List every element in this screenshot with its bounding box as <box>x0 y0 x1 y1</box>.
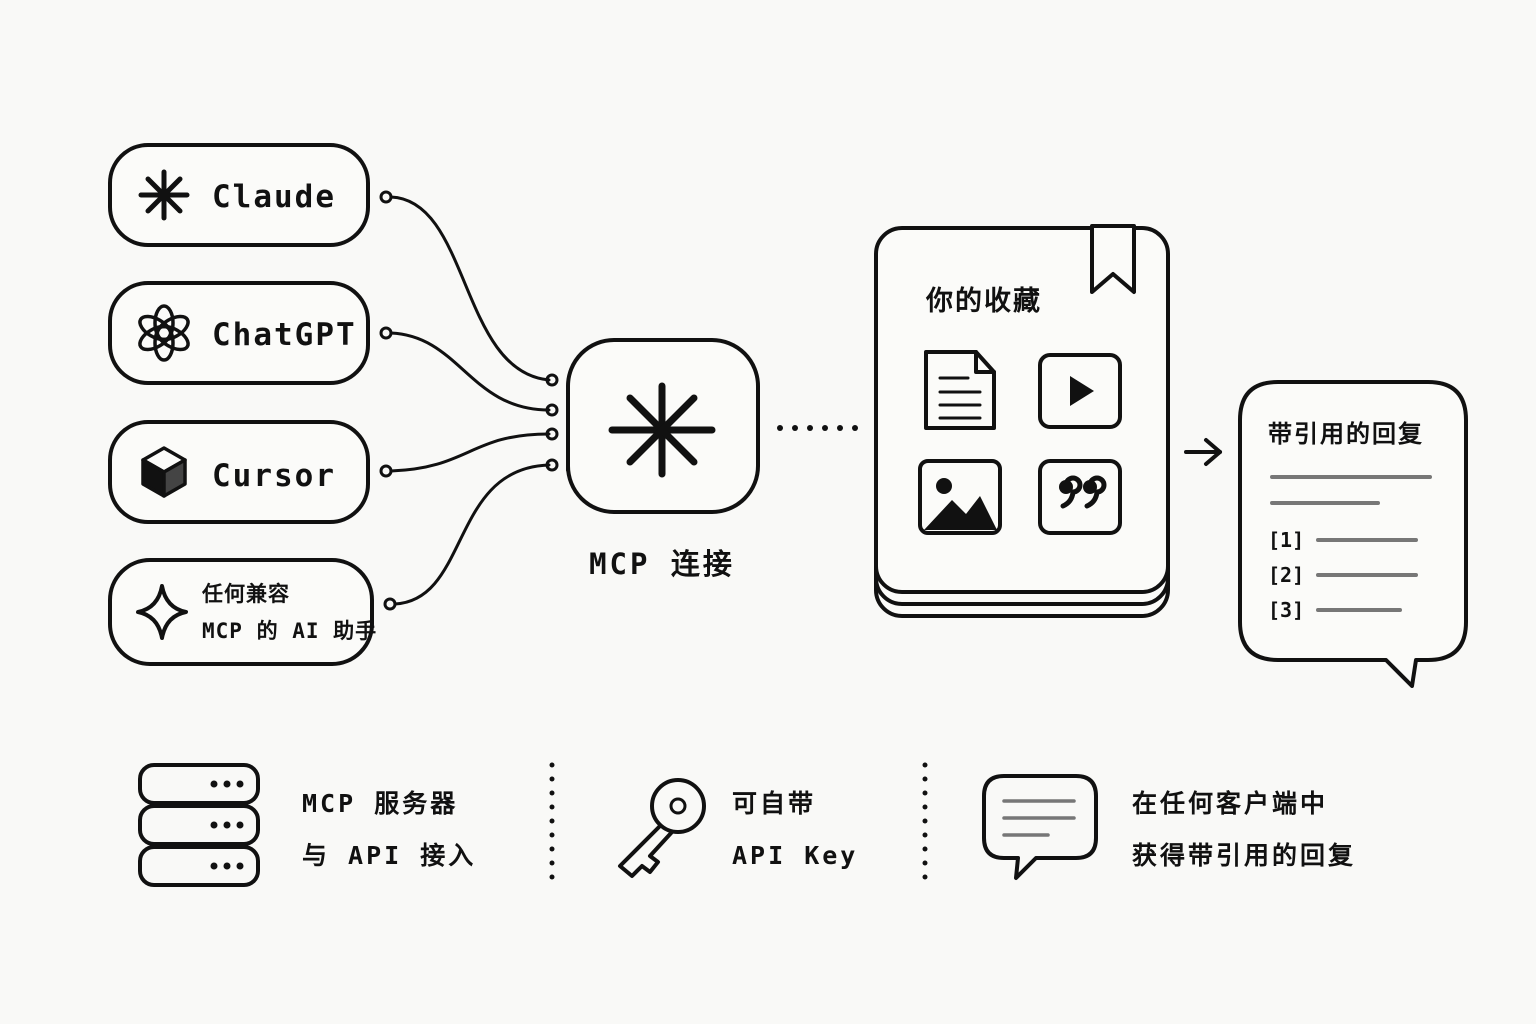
client-label-claude: Claude <box>212 179 336 215</box>
feature-byok-line1: 可自带 <box>732 789 816 818</box>
feature-byok-line2: API Key <box>732 841 858 870</box>
connector-line-cursor <box>389 432 551 473</box>
chat-bubble-icon <box>982 774 1098 880</box>
citation-3: [3] <box>1268 598 1304 622</box>
connector-line-chatgpt <box>389 331 551 412</box>
feature-server: MCP 服务器 与 API 接入 <box>138 763 476 887</box>
divider <box>922 762 928 880</box>
collection-book: 你的收藏 <box>874 224 1170 618</box>
feature-server-line1: MCP 服务器 <box>302 789 458 818</box>
citation-1: [1] <box>1268 528 1304 552</box>
dotted-link <box>777 425 858 431</box>
connector-lines <box>389 195 559 606</box>
asterisk-hub-icon <box>608 382 716 478</box>
sparkle-icon <box>136 584 188 640</box>
client-card-cursor: Cursor <box>108 420 393 524</box>
arrow-right-icon <box>1184 438 1222 466</box>
reply-bubble: 带引用的回复 [1] [2] [3] <box>1238 380 1468 688</box>
connector-dot <box>545 373 559 387</box>
connector-dot <box>545 458 559 472</box>
feature-any-client-line2: 获得带引用的回复 <box>1132 841 1356 870</box>
feature-server-line2: 与 API 接入 <box>302 841 476 870</box>
connector-line-claude <box>389 195 551 382</box>
client-label-cursor: Cursor <box>212 458 336 494</box>
client-label-any-line2: MCP 的 AI 助手 <box>202 619 377 643</box>
hub-label: MCP 连接 <box>589 547 735 581</box>
quote-icon <box>1038 459 1122 535</box>
document-icon <box>924 350 996 430</box>
feature-any-client-line1: 在任何客户端中 <box>1132 789 1328 818</box>
claude-asterisk-icon <box>138 169 190 221</box>
openai-knot-icon <box>138 304 190 362</box>
video-play-icon <box>1038 353 1122 429</box>
key-icon <box>618 778 706 878</box>
citation-2: [2] <box>1268 563 1304 587</box>
divider <box>549 762 555 880</box>
connector-dot <box>545 427 559 441</box>
feature-any-client: 在任何客户端中 获得带引用的回复 <box>982 774 1356 880</box>
client-label-chatgpt: ChatGPT <box>212 317 357 353</box>
image-icon <box>918 459 1002 535</box>
client-label-any-line1: 任何兼容 <box>201 582 290 606</box>
client-card-claude: Claude <box>108 143 393 247</box>
server-stack-icon <box>138 763 260 887</box>
reply-title: 带引用的回复 <box>1268 420 1424 448</box>
connector-line-any <box>393 463 551 606</box>
client-card-any-mcp: 任何兼容 MCP 的 AI 助手 <box>108 558 397 666</box>
cube-icon <box>141 446 187 498</box>
feature-byok: 可自带 API Key <box>618 778 858 878</box>
bookmark-icon <box>1090 224 1136 294</box>
connector-dot <box>545 403 559 417</box>
mcp-hub: MCP 连接 <box>566 338 760 581</box>
collection-title: 你的收藏 <box>925 285 1042 317</box>
client-card-chatgpt: ChatGPT <box>108 281 393 385</box>
